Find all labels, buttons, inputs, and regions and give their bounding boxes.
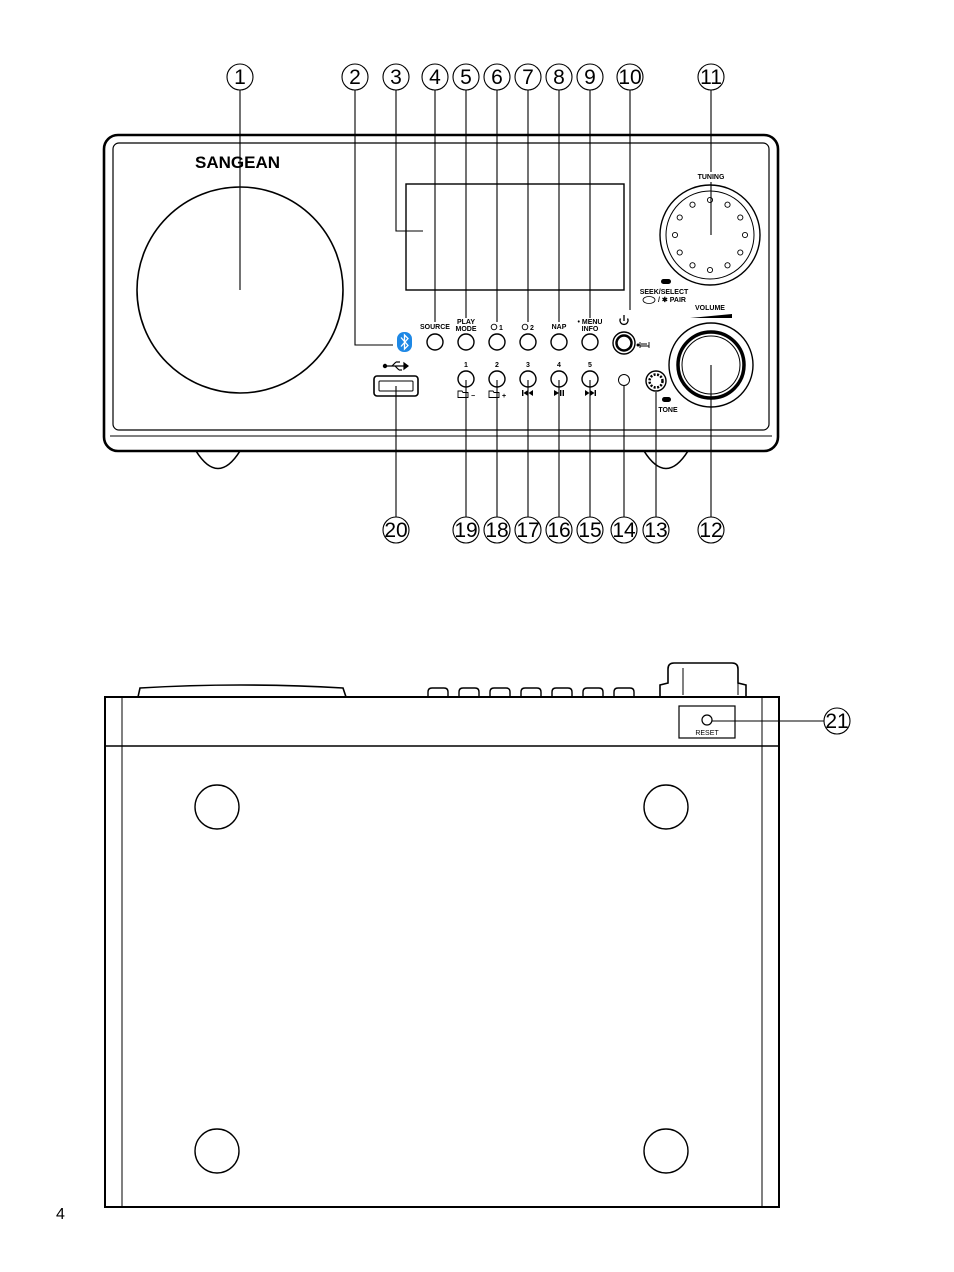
folder-icon — [488, 390, 500, 398]
next-track-icon — [585, 390, 596, 396]
brand-logo: SANGEAN — [195, 153, 280, 172]
callout-16: 16 — [547, 519, 570, 542]
mode-label: MODE — [456, 326, 477, 333]
volume-knob-top — [659, 662, 747, 697]
rubber-foot — [643, 1128, 689, 1174]
callout-18: 18 — [485, 519, 508, 542]
callout-21: 21 — [825, 710, 848, 733]
menu-info-button[interactable] — [581, 333, 599, 351]
source-label: SOURCE — [420, 324, 450, 331]
nap-button[interactable] — [550, 333, 568, 351]
alarm-2-button[interactable] — [519, 333, 537, 351]
speaker-top-edge — [137, 684, 348, 698]
preset-2-label: 2 — [495, 362, 499, 369]
preset-4-label: 4 — [557, 362, 561, 369]
seek-knob-symbol-icon — [661, 279, 671, 284]
folder-icon — [457, 390, 469, 398]
transport-icons — [522, 390, 596, 396]
callout-13: 13 — [644, 519, 667, 542]
volume-scale-icon — [690, 314, 732, 318]
callouts-top — [226, 63, 725, 346]
volume-label: VOLUME — [695, 305, 725, 312]
tone-knob-symbol-icon — [662, 397, 671, 402]
right-foot — [643, 450, 689, 470]
callout-8: 8 — [553, 66, 565, 89]
source-button[interactable] — [426, 333, 444, 351]
info-label: INFO — [582, 326, 599, 333]
callout-10: 10 — [618, 66, 641, 89]
play-mode-button[interactable] — [457, 333, 475, 351]
radio-bottom-body — [104, 696, 780, 1208]
nap-label: NAP — [552, 324, 567, 331]
rubber-foot — [194, 1128, 240, 1174]
alarm-clock-icon — [490, 323, 498, 331]
callout-17: 17 — [516, 519, 539, 542]
reset-button[interactable] — [701, 714, 713, 726]
tone-label: TONE — [658, 407, 678, 414]
radio-body-outer — [102, 133, 780, 453]
power-button[interactable] — [612, 331, 636, 355]
front-view — [102, 133, 780, 470]
callout-7: 7 — [522, 66, 534, 89]
page-number: 4 — [56, 1206, 65, 1223]
tone-knob[interactable] — [645, 370, 667, 392]
previous-track-icon — [522, 390, 533, 396]
reset-label: RESET — [695, 730, 719, 737]
callout-4: 4 — [429, 66, 441, 89]
callout-14: 14 — [612, 519, 636, 542]
callout-15: 15 — [578, 519, 601, 542]
play-pause-icon — [554, 390, 564, 396]
callout-19: 19 — [454, 519, 477, 542]
control-buttons-row-1 — [426, 333, 599, 351]
seek-select-label: SEEK/SELECT — [640, 289, 689, 296]
pair-label: / ✱ PAIR — [658, 296, 686, 304]
radio-body-inner — [112, 142, 770, 431]
folder-icons — [457, 390, 500, 398]
seek-select-arrows-icon — [642, 296, 656, 304]
callout-2: 2 — [349, 66, 361, 89]
left-foot — [195, 450, 241, 470]
top-view — [104, 662, 851, 1208]
snooze-bed-icon — [636, 342, 650, 348]
callouts-bottom — [382, 365, 725, 544]
tuning-knob-dots — [671, 196, 749, 274]
alarm-icons — [490, 323, 529, 331]
callout-12: 12 — [699, 519, 722, 542]
tuning-label: TUNING — [698, 174, 725, 181]
preset-3-label: 3 — [526, 362, 530, 369]
alarm-1-button[interactable] — [488, 333, 506, 351]
rubber-foot — [643, 784, 689, 830]
play-label: PLAY — [457, 319, 475, 326]
callout-1: 1 — [234, 66, 246, 89]
folder-minus-label: − — [471, 393, 475, 400]
power-icon — [619, 315, 629, 326]
alarm-2-label: 2 — [530, 325, 534, 332]
light-sensor — [618, 374, 630, 386]
callout-20: 20 — [384, 519, 407, 542]
menu-label: • MENU — [577, 319, 602, 326]
rubber-foot — [194, 784, 240, 830]
callout-11: 11 — [700, 66, 722, 89]
usb-icon — [382, 361, 409, 371]
alarm-clock-icon — [521, 323, 529, 331]
preset-5-label: 5 — [588, 362, 592, 369]
preset-1-label: 1 — [464, 362, 468, 369]
alarm-1-label: 1 — [499, 325, 503, 332]
callout-9: 9 — [584, 66, 596, 89]
folder-plus-label: + — [502, 393, 506, 400]
display-screen — [405, 183, 625, 291]
tuning-knob[interactable] — [659, 184, 761, 286]
callout-6: 6 — [491, 66, 503, 89]
bluetooth-icon — [397, 332, 412, 352]
reset-panel — [678, 705, 736, 739]
callout-3: 3 — [390, 66, 402, 89]
callout-5: 5 — [460, 66, 472, 89]
